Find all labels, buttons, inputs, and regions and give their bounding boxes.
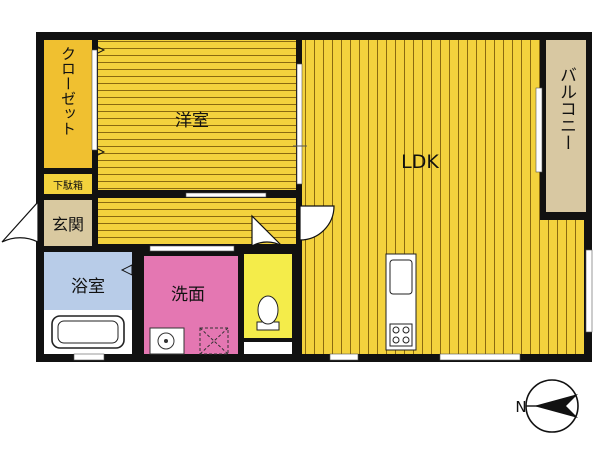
closet-hanger-icon xyxy=(95,147,106,157)
western-room-sliding-door[interactable] xyxy=(296,63,303,185)
toilet-door[interactable] xyxy=(251,214,283,248)
entrance-door[interactable] xyxy=(1,200,39,243)
western-room-door[interactable] xyxy=(185,192,267,198)
compass-north-label: N xyxy=(515,398,526,416)
ldk-label: LDK xyxy=(401,151,439,173)
bathroom-door-icon xyxy=(120,264,133,276)
ldk-floor xyxy=(302,40,540,354)
balcony-door[interactable] xyxy=(535,87,543,173)
right-window xyxy=(585,249,593,333)
western-room-label: 洋室 xyxy=(175,111,209,131)
closet-door[interactable] xyxy=(91,49,98,151)
toilet-bowl-icon xyxy=(257,295,279,325)
shoe-cabinet-floor xyxy=(44,174,92,194)
washer-space-icon xyxy=(199,327,229,355)
washroom-label: 洗面 xyxy=(171,285,205,305)
closet-label: クローゼット xyxy=(59,46,77,136)
balcony-floor xyxy=(546,40,586,212)
western-room-floor xyxy=(98,40,296,190)
bottom-window xyxy=(73,353,105,361)
bathtub-icon xyxy=(51,315,125,349)
entrance-floor xyxy=(44,200,92,246)
stove-icon xyxy=(389,323,413,347)
shoe-cabinet-label: 下駄箱 xyxy=(53,179,83,192)
kitchen-sink-icon xyxy=(389,259,413,295)
toilet-closet-floor xyxy=(244,342,292,354)
closet-floor xyxy=(44,40,92,168)
bathroom-label: 浴室 xyxy=(71,277,105,297)
ldk-floor-lower xyxy=(536,220,584,354)
compass-icon xyxy=(525,379,579,433)
ldk-door[interactable] xyxy=(299,205,335,241)
bottom-window xyxy=(329,353,359,361)
bathroom-floor xyxy=(44,252,132,310)
balcony-label: バルコニー xyxy=(556,66,576,151)
bottom-window xyxy=(439,353,521,361)
entrance-label: 玄関 xyxy=(52,215,84,234)
washroom-door[interactable] xyxy=(149,245,235,252)
